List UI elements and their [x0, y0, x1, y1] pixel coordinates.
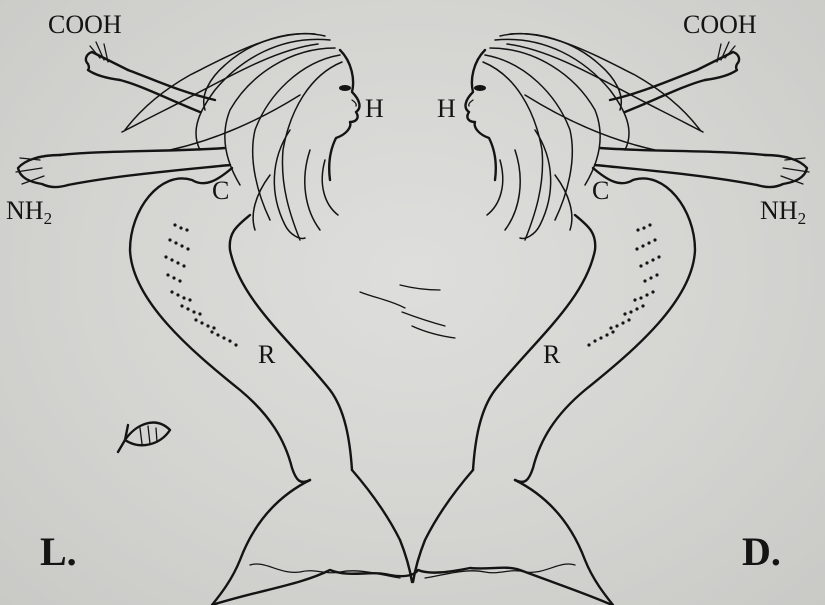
- right-h-label: H: [437, 96, 456, 122]
- right-r-label: R: [543, 342, 560, 368]
- right-mermaid: [413, 34, 809, 605]
- left-h-label: H: [365, 96, 384, 122]
- right-cooh-label: COOH: [683, 12, 757, 38]
- water-ripples: [360, 285, 455, 338]
- left-c-label: C: [212, 178, 229, 204]
- left-nh2-label: NH2: [6, 198, 52, 227]
- fish-icon: [118, 423, 170, 452]
- right-nh2-label: NH2: [760, 198, 806, 227]
- left-r-label: R: [258, 342, 275, 368]
- left-nh-subscript: 2: [44, 209, 53, 228]
- left-nh-text: NH: [6, 196, 44, 225]
- right-nh-subscript: 2: [798, 209, 807, 228]
- left-l-label: L.: [40, 532, 77, 572]
- right-c-label: C: [592, 178, 609, 204]
- left-mermaid: [16, 34, 412, 605]
- rocky-base: [212, 568, 612, 605]
- left-cooh-label: COOH: [48, 12, 122, 38]
- right-d-label: D.: [742, 532, 781, 572]
- right-nh-text: NH: [760, 196, 798, 225]
